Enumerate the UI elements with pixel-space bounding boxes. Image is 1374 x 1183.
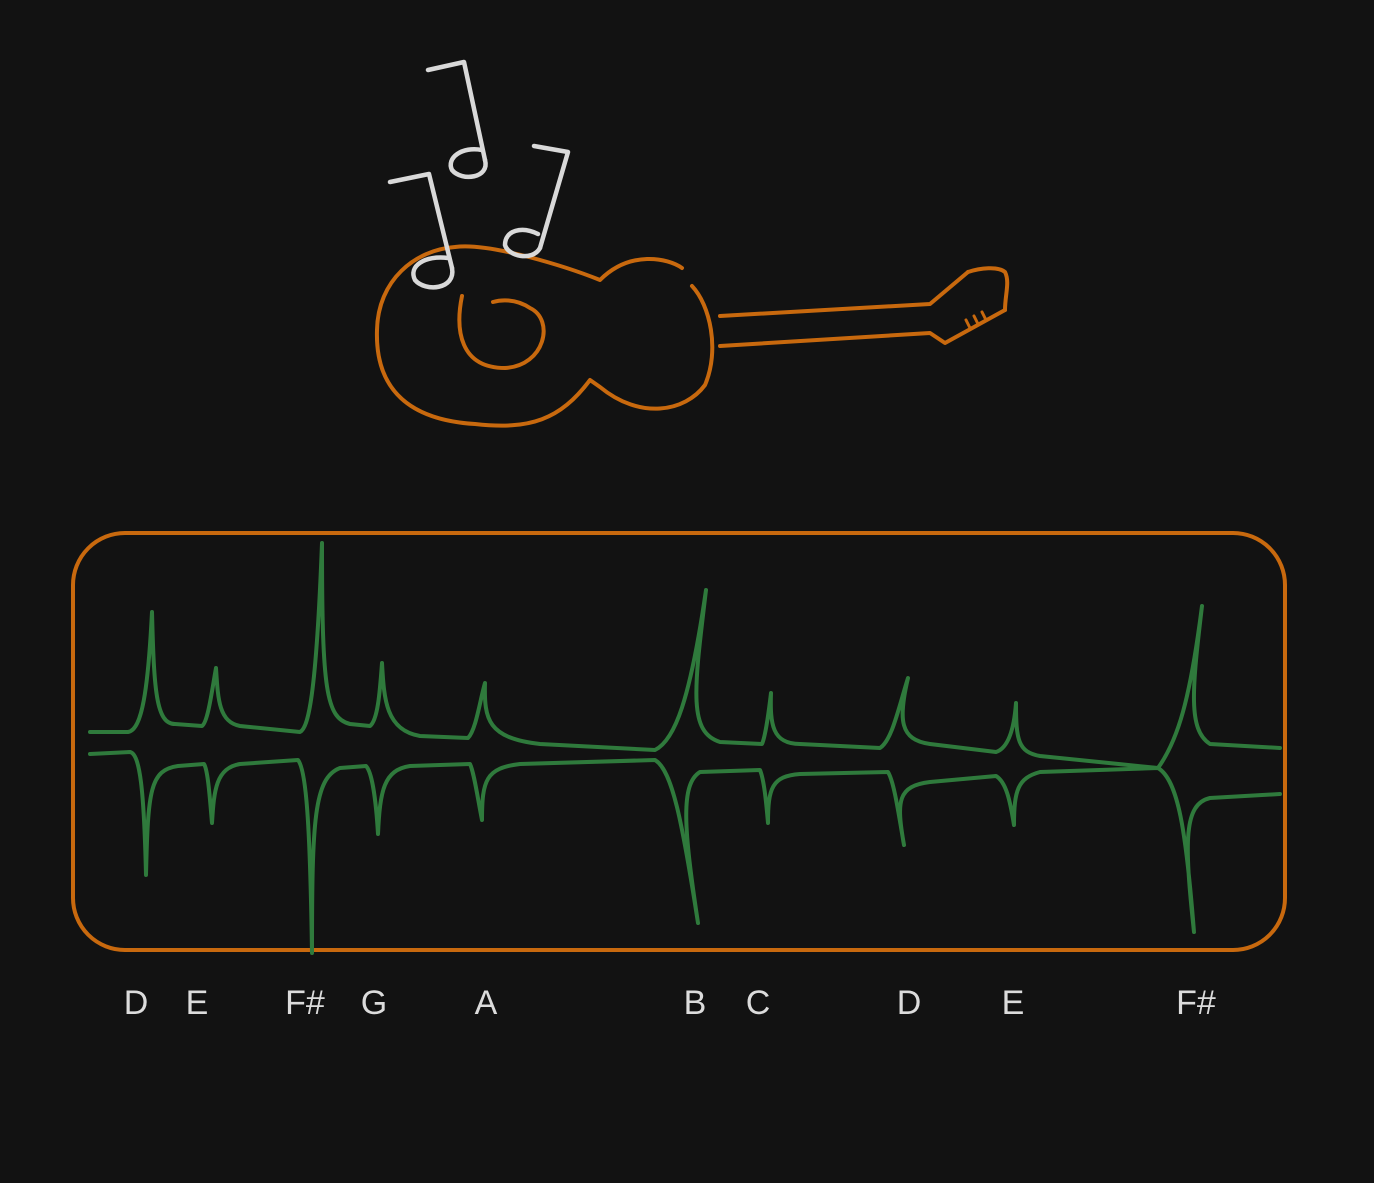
pitch-label: D	[123, 984, 149, 1022]
guitar-icon	[374, 244, 1010, 428]
guitar-sound-hole	[457, 294, 546, 370]
music-note-left	[387, 171, 455, 290]
music-note-top	[425, 59, 488, 180]
guitar-body	[374, 244, 715, 428]
pitch-label: F#	[1176, 984, 1216, 1022]
music-notes-icon	[387, 59, 571, 290]
pitch-label: D	[896, 984, 922, 1022]
waveform-lower-envelope	[88, 750, 1282, 955]
pitch-label: C	[745, 984, 771, 1022]
guitar-tuning-pegs	[964, 310, 988, 330]
pitch-label: F#	[285, 984, 325, 1022]
guitar-headstock	[966, 266, 1010, 312]
waveform-upper-envelope	[88, 541, 1282, 770]
waveform-panel	[71, 531, 1287, 952]
waveform	[88, 541, 1282, 955]
pitch-label: G	[360, 984, 388, 1022]
pitch-label: A	[474, 984, 498, 1022]
pitch-label: B	[683, 984, 707, 1022]
pitch-label: E	[185, 984, 209, 1022]
pitch-label: E	[1001, 984, 1025, 1022]
music-note-right	[502, 143, 571, 259]
guitar-neck	[718, 270, 1007, 348]
